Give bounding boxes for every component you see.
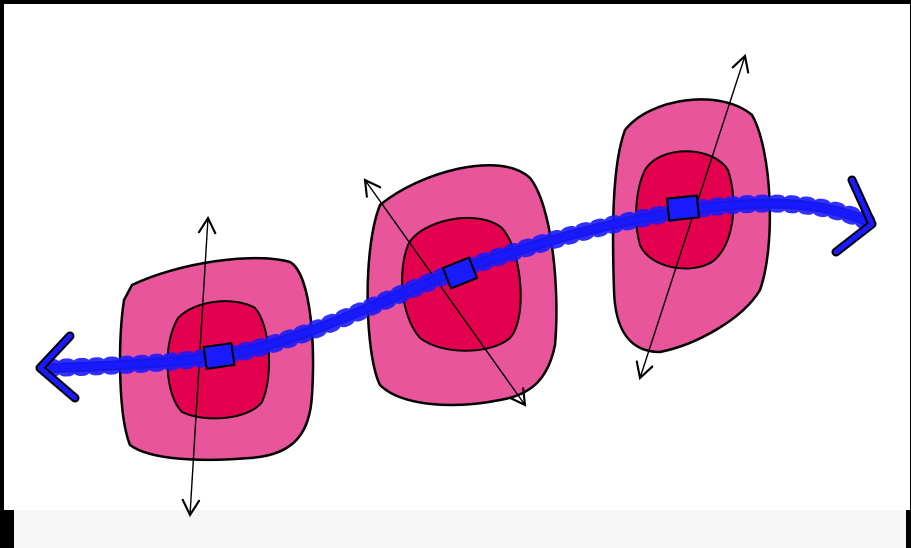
- curve-marker-right: [667, 195, 699, 220]
- curve-marker-left: [204, 343, 235, 369]
